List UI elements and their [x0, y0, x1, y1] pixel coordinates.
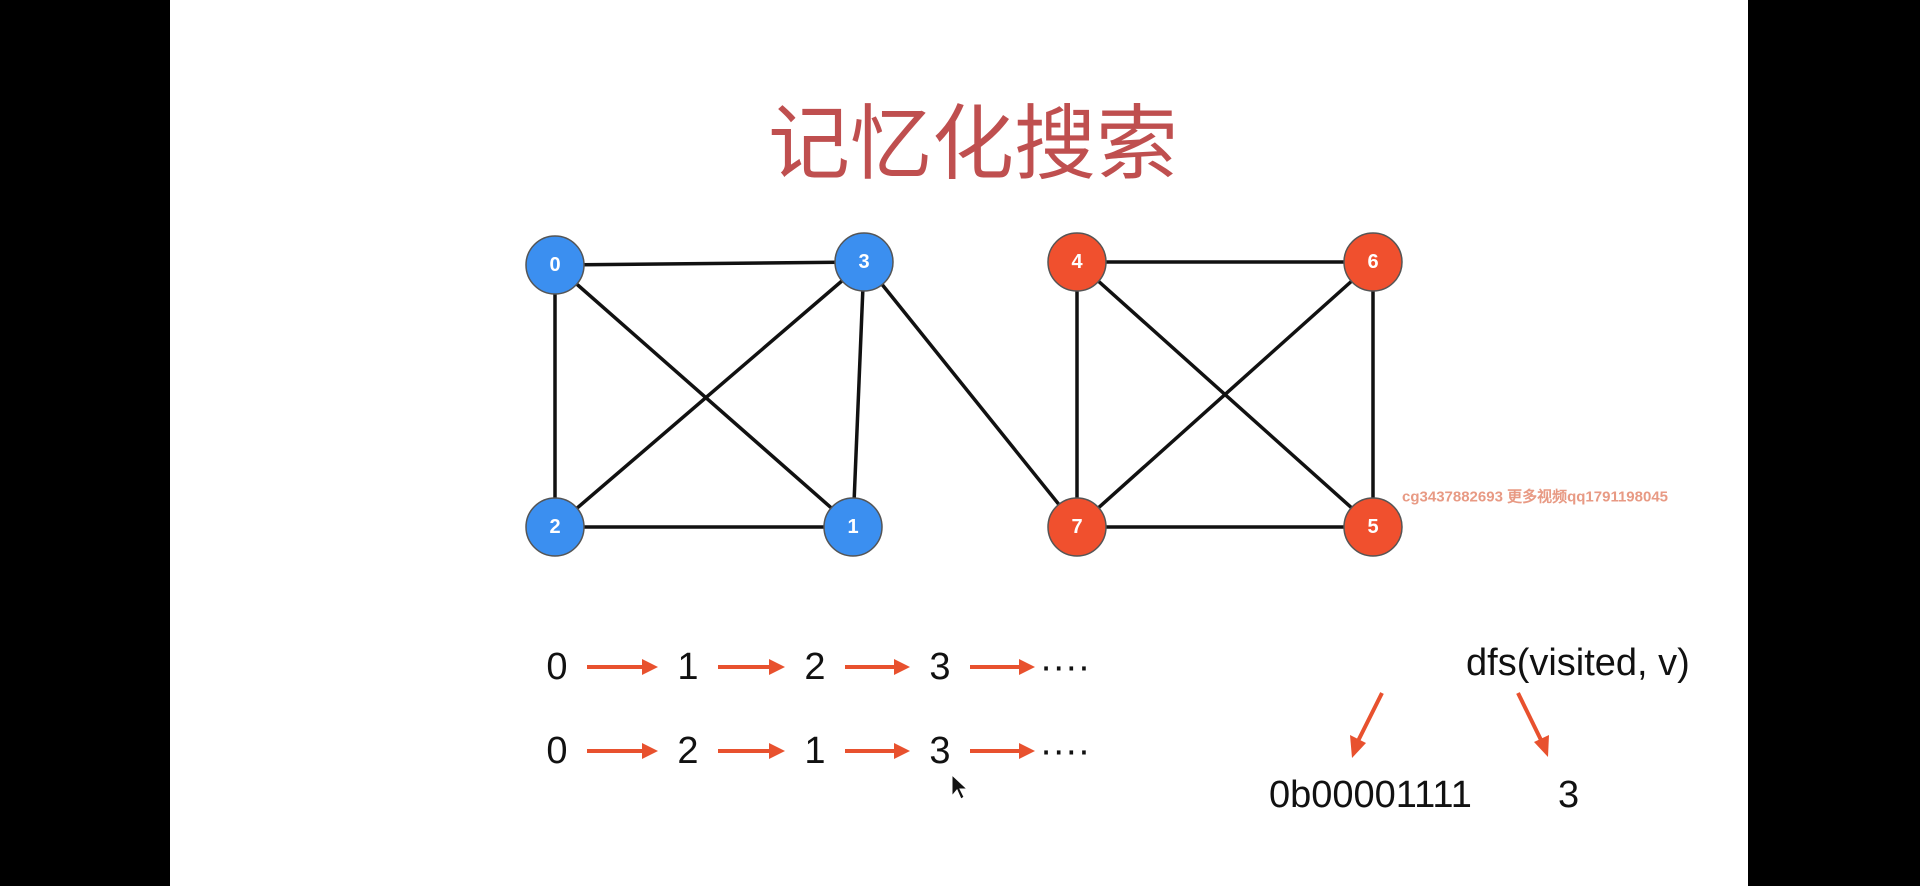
edge-0-3: [554, 260, 865, 267]
node-label-4: 4: [1071, 251, 1083, 273]
slide: 记忆化搜索 0 1 2 3 4 5 6 7 0 1 2 3 ···· 0 2 1 3 ···· dfs(visi…: [170, 0, 1748, 886]
sequence-0-item-2: 2: [804, 646, 825, 688]
node-6: 6: [1343, 232, 1403, 292]
node-label-6: 6: [1367, 251, 1378, 273]
dfs-sequences: 0 1 2 3 ···· 0 2 1 3 ····: [546, 646, 1090, 772]
sequence-1-item-4: ····: [1040, 730, 1091, 772]
node-circle-3: [834, 232, 894, 292]
sequence-0-item-3: 3: [929, 646, 950, 688]
sequence-0-arrowhead-2: [894, 659, 910, 675]
sequence-0-item-0: 0: [546, 646, 567, 688]
node-0: 0: [525, 235, 585, 295]
arrow-v-head: [1534, 735, 1549, 757]
graph-nodes: 0 1 2 3 4 5 6 7: [525, 232, 1403, 557]
node-circle-4: [1047, 232, 1107, 292]
node-4: 4: [1047, 232, 1107, 292]
node-3: 3: [834, 232, 894, 292]
sequence-0-item-1: 1: [677, 646, 698, 688]
watermark: cg3437882693 更多视频qq1791198045: [1402, 488, 1668, 506]
node-circle-7: [1047, 497, 1107, 557]
sequence-1-item-1: 2: [677, 730, 698, 772]
node-circle-0: [525, 235, 585, 295]
dfs-call: dfs(visited, v): [1466, 642, 1690, 684]
node-circle-6: [1343, 232, 1403, 292]
sequence-1-arrowhead-0: [642, 743, 658, 759]
edge-3-7: [862, 260, 1079, 529]
mouse-cursor-icon: [951, 773, 969, 800]
edge-0-1: [553, 263, 855, 529]
sequence-1-item-0: 0: [546, 730, 567, 772]
sequence-0-arrowhead-0: [642, 659, 658, 675]
node-label-5: 5: [1367, 516, 1378, 538]
slide-title: 记忆化搜索: [768, 97, 1178, 192]
node-7: 7: [1047, 497, 1107, 557]
sequence-0-arrowhead-3: [1019, 659, 1035, 675]
sequence-1-arrowhead-2: [894, 743, 910, 759]
visited-value: 0b00001111: [1269, 774, 1472, 816]
node-label-1: 1: [847, 516, 858, 538]
sequence-1-arrowhead-1: [769, 743, 785, 759]
sequence-0-arrowhead-1: [769, 659, 785, 675]
node-label-3: 3: [858, 251, 869, 273]
edge-3-1: [851, 261, 866, 528]
node-circle-5: [1343, 497, 1403, 557]
node-label-0: 0: [549, 254, 560, 276]
node-1: 1: [823, 497, 883, 557]
node-circle-1: [823, 497, 883, 557]
edge-3-2: [553, 260, 866, 529]
sequence-1-item-2: 1: [804, 730, 825, 772]
edge-6-7: [1075, 260, 1375, 529]
node-label-7: 7: [1071, 516, 1082, 538]
node-5: 5: [1343, 497, 1403, 557]
sequence-0-item-4: ····: [1040, 646, 1091, 688]
node-2: 2: [525, 497, 585, 557]
node-label-2: 2: [549, 516, 560, 538]
graph-edges: [553, 260, 1375, 529]
slide-canvas: 记忆化搜索 0 1 2 3 4 5 6 7 0 1 2 3 ···· 0 2 1 3 ···· dfs(visi…: [525, 97, 1690, 816]
arrow-visited-head: [1350, 735, 1366, 758]
arrow-v: [1516, 692, 1543, 741]
node-circle-2: [525, 497, 585, 557]
arrow-visited: [1356, 692, 1384, 742]
sequence-1-item-3: 3: [929, 730, 950, 772]
sequence-1-arrowhead-3: [1019, 743, 1035, 759]
v-value: 3: [1558, 774, 1579, 816]
